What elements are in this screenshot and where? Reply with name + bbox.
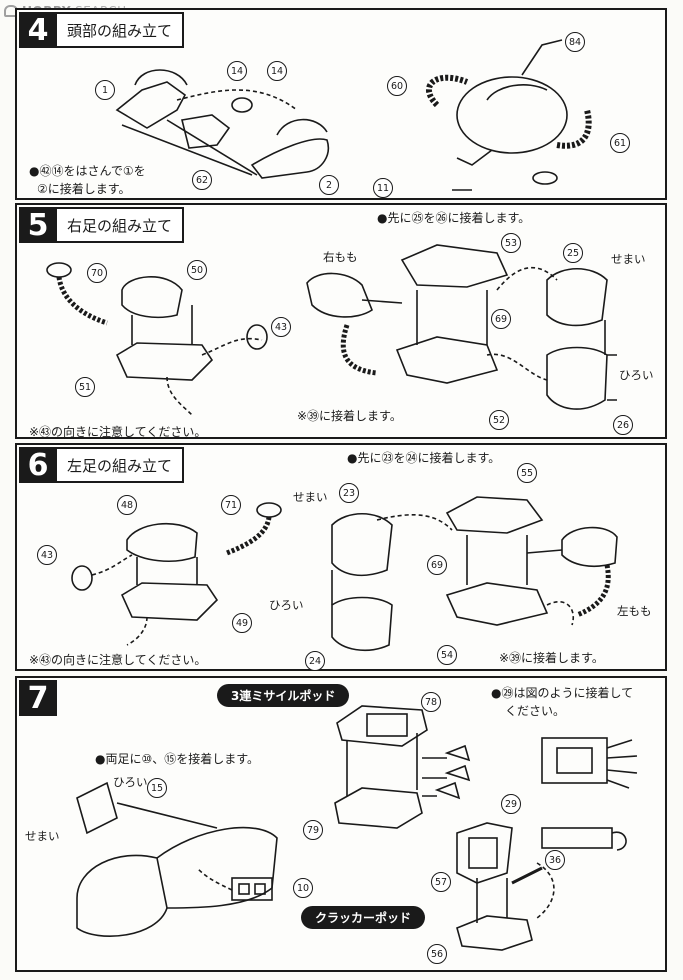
step-number: 5 (19, 207, 57, 243)
part-callout: 71 (221, 495, 241, 515)
part-label: ひろい (113, 775, 148, 789)
part-label: 左もも (617, 604, 652, 618)
part-callout: 50 (187, 260, 207, 280)
head-assembly-diagram (115, 39, 592, 191)
right-leg-assembly-diagram (46, 244, 617, 416)
part-label: 右もも (323, 250, 358, 264)
part-callout: 52 (489, 410, 509, 430)
instruction-note: ●先に㉕を㉖に接着します。 (377, 211, 531, 225)
part-callout: 14 (227, 61, 247, 81)
instruction-note: ②に接着します。 (37, 182, 131, 196)
part-callout: 29 (501, 794, 521, 814)
part-callout: 48 (117, 495, 137, 515)
step-7-panel: 7 (15, 676, 667, 972)
part-callout: 43 (271, 317, 291, 337)
part-callout: 14 (267, 61, 287, 81)
part-callout: 23 (339, 483, 359, 503)
part-label: せまい (611, 252, 646, 266)
instruction-note: ●先に㉓を㉔に接着します。 (347, 451, 501, 465)
part-callout: 62 (192, 170, 212, 190)
instruction-note: ※㊸の向きに注意してください。 (29, 425, 207, 439)
missile-pod-assembly-diagram (76, 705, 638, 951)
step-title: 頭部の組み立て (57, 12, 185, 48)
part-callout: 24 (305, 651, 325, 671)
step-title: 左足の組み立て (57, 447, 185, 483)
part-callout: 26 (613, 415, 633, 435)
step-title: 右足の組み立て (57, 207, 185, 243)
cracker-pod-badge: クラッカーポッド (301, 906, 426, 929)
part-callout: 56 (427, 944, 447, 964)
part-callout: 69 (427, 555, 447, 575)
part-callout: 70 (87, 263, 107, 283)
part-callout: 51 (75, 377, 95, 397)
part-label: ひろい (269, 598, 304, 612)
part-callout: 79 (303, 820, 323, 840)
instruction-note: ください。 (505, 704, 566, 718)
part-callout: 43 (37, 545, 57, 565)
missile-pod-badge: 3連ミサイルポッド (217, 684, 350, 707)
part-callout: 10 (293, 878, 313, 898)
part-callout: 54 (437, 645, 457, 665)
instruction-note: ●両足に⑩、⑮を接着します。 (95, 752, 260, 766)
part-callout: 25 (563, 243, 583, 263)
part-label: せまい (25, 829, 60, 843)
part-callout: 36 (545, 850, 565, 870)
part-label: ひろい (619, 368, 654, 382)
part-callout: 84 (565, 32, 585, 52)
part-callout: 57 (431, 872, 451, 892)
part-callout: 55 (517, 463, 537, 483)
part-callout: 1 (95, 80, 115, 100)
step-number: 4 (19, 12, 57, 48)
instruction-note: ※㊴に接着します。 (297, 409, 402, 423)
step-6-panel: 6 左足の組み立て (15, 443, 667, 671)
part-callout: 60 (387, 76, 407, 96)
part-callout: 2 (319, 175, 339, 195)
part-callout: 53 (501, 233, 521, 253)
part-callout: 15 (147, 778, 167, 798)
part-callout: 61 (610, 133, 630, 153)
part-callout: 11 (373, 178, 393, 198)
part-label: せまい (293, 490, 328, 504)
instruction-note: ※㊸の向きに注意してください。 (29, 653, 207, 667)
step-number: 7 (19, 680, 57, 716)
instruction-note: ※㊴に接着します。 (499, 651, 604, 665)
part-callout: 78 (421, 692, 441, 712)
instruction-note: ●㉙は図のように接着して (491, 686, 634, 700)
step-number: 6 (19, 447, 57, 483)
step-4-panel: 4 頭部の組み立て 1 14 (15, 8, 667, 200)
part-callout: 49 (232, 613, 252, 633)
part-callout: 69 (491, 309, 511, 329)
instruction-note: ●㊷⑭をはさんで①を (29, 164, 146, 178)
step-5-panel: 5 右足の組み立て (15, 203, 667, 439)
left-leg-assembly-diagram (71, 496, 618, 652)
